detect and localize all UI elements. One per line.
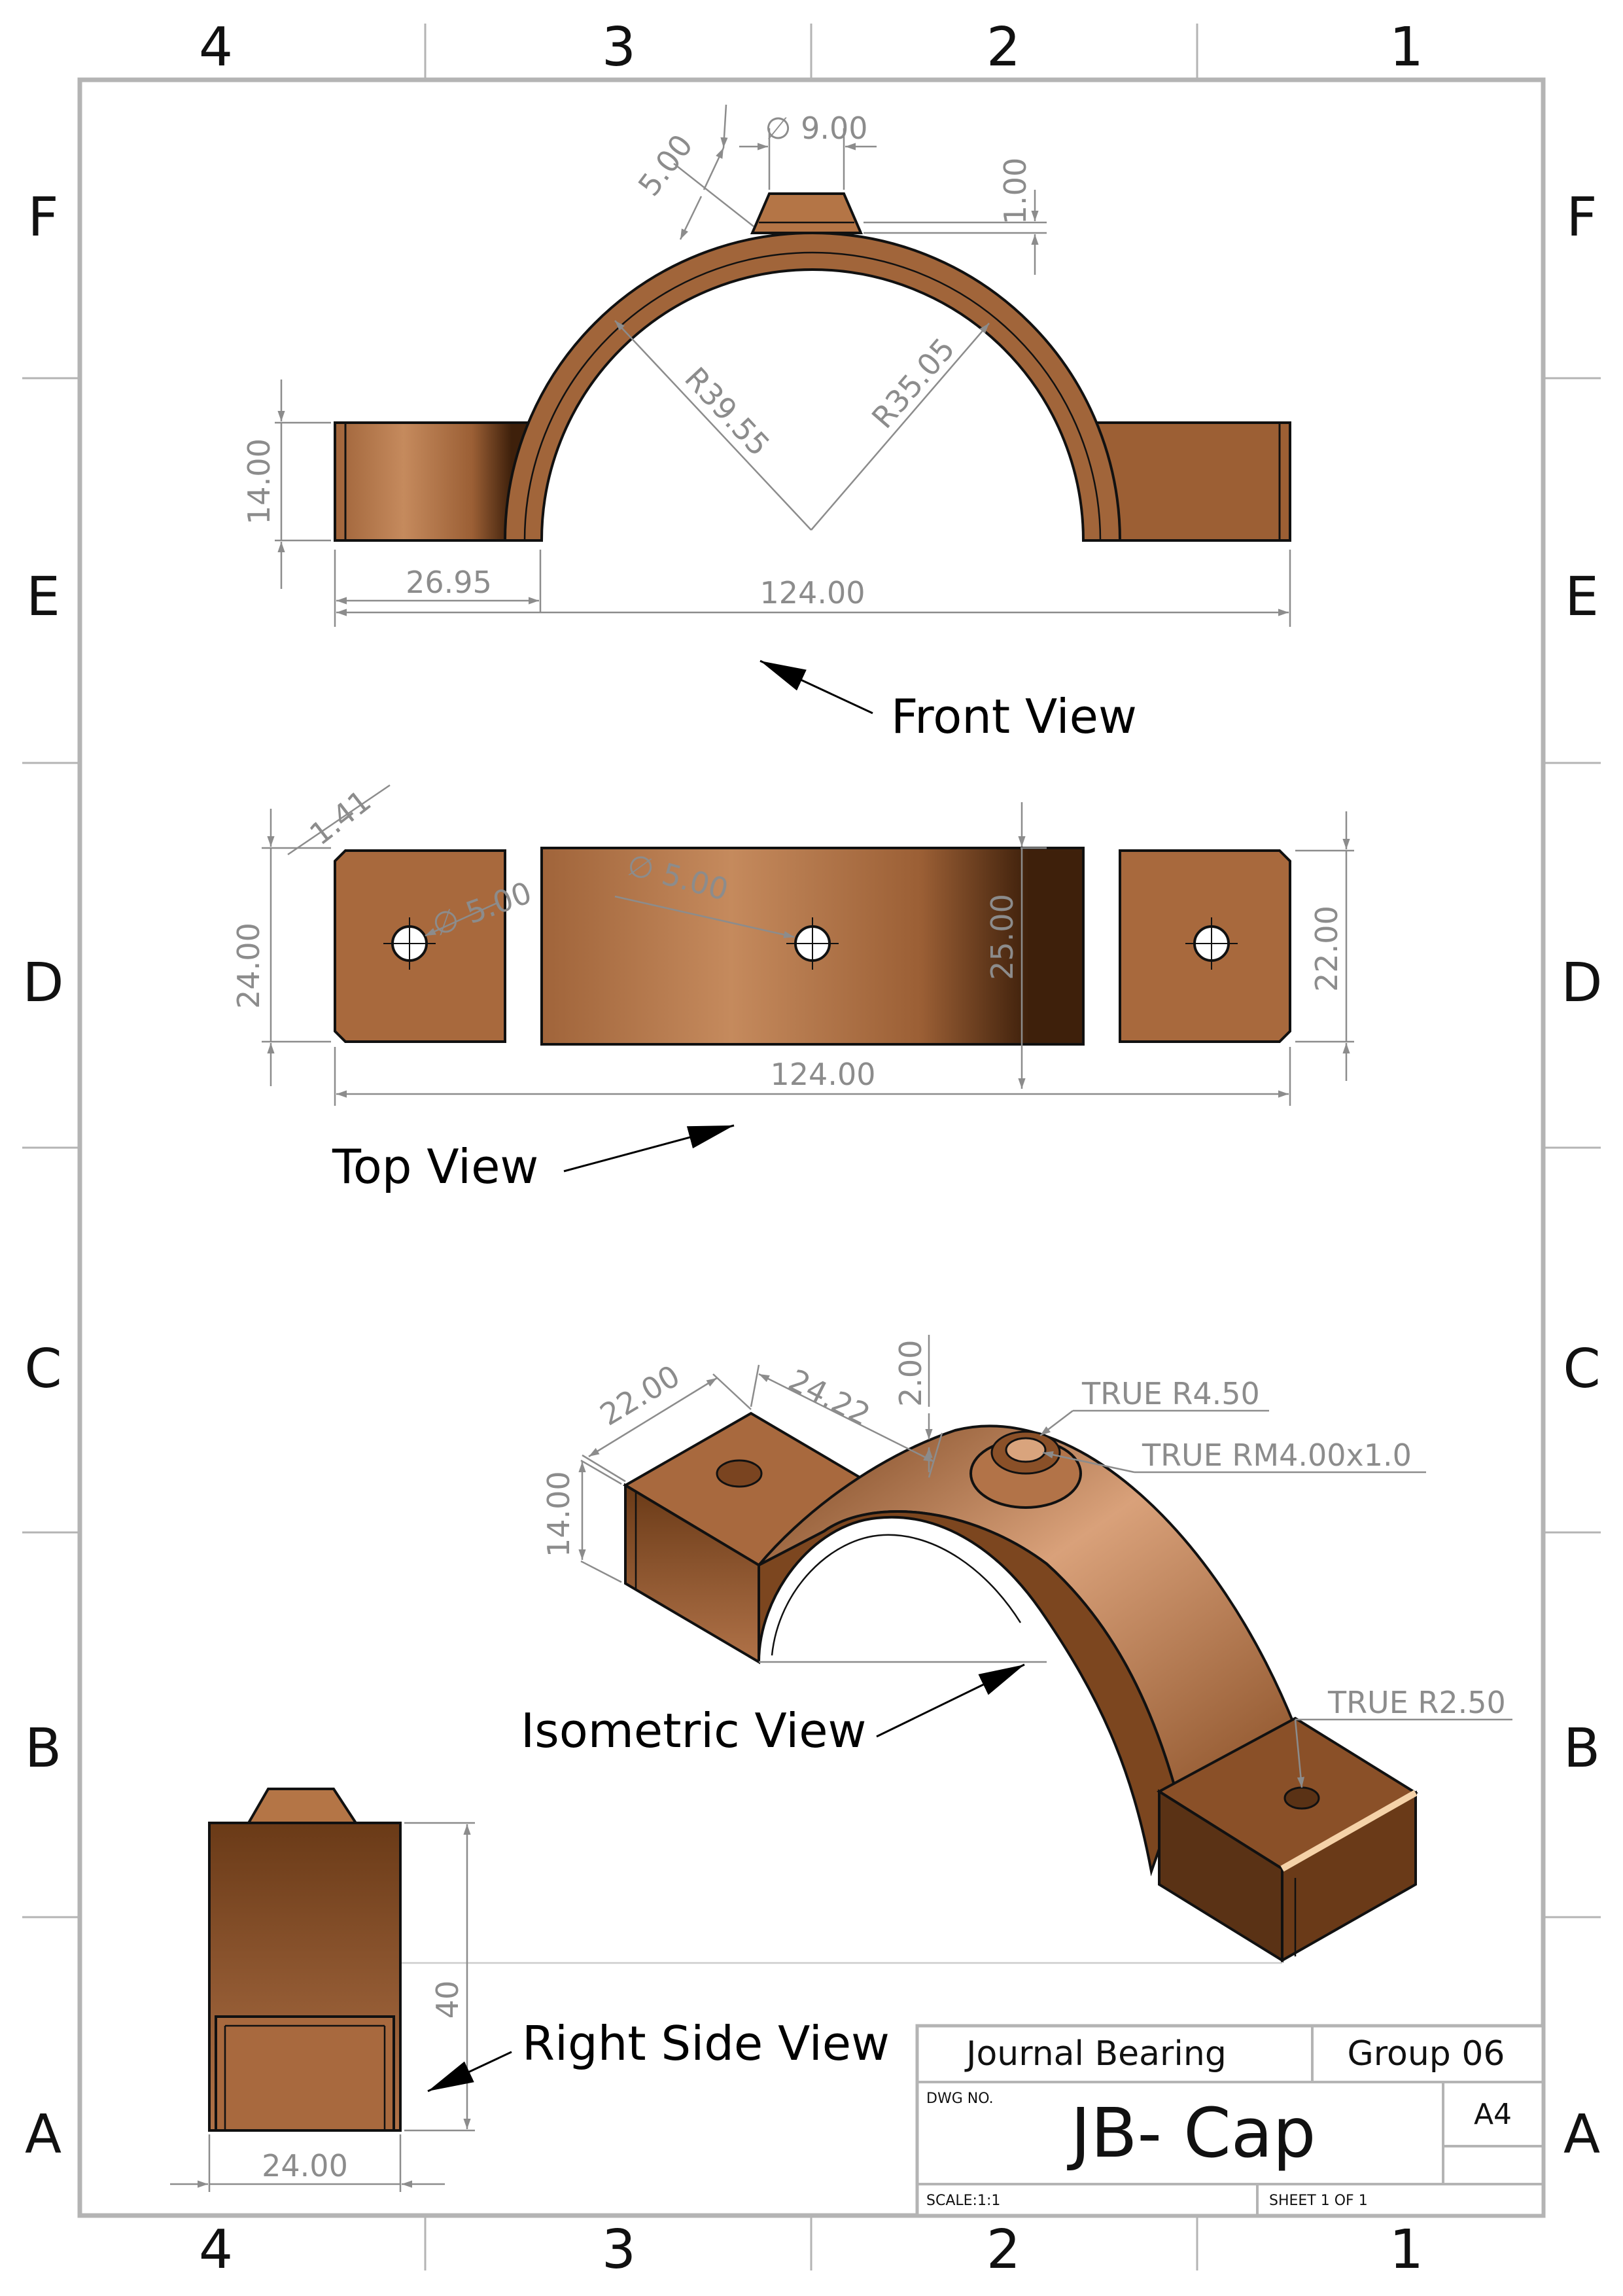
dim-side-height: 40 — [430, 1981, 465, 2019]
iso-left-hole — [716, 1459, 763, 1488]
dim-front-flange-height: 14.00 — [241, 438, 277, 525]
dim-front-boss-height: 1.00 — [998, 158, 1033, 224]
sheet-border — [22, 24, 1601, 2270]
zone-row-E-right: E — [1565, 566, 1599, 628]
zone-col-1-top: 1 — [1389, 16, 1423, 79]
title-block-group: Group 06 — [1347, 2034, 1505, 2074]
title-block-title: JB- Cap — [1067, 2093, 1316, 2173]
zone-col-3-top: 3 — [602, 16, 636, 79]
label-right-side-view: Right Side View — [522, 2016, 890, 2071]
isometric-view-dimension-text: 22.00 24.22 2.00 14.00 TRUE R4.50 TRUE R… — [541, 1340, 1506, 1720]
side-flange — [215, 2015, 395, 2132]
zone-row-B-right: B — [1563, 1718, 1600, 1780]
front-right-flange — [1092, 421, 1291, 542]
dim-top-corner-chamfer: 1.41 — [303, 783, 377, 853]
title-block: Journal Bearing Group 06 DWG NO. JB- Cap… — [915, 2024, 1545, 2217]
title-block-project: Journal Bearing — [964, 2034, 1227, 2074]
iso-boss-thread — [1005, 1437, 1047, 1463]
zone-row-C-left: C — [24, 1338, 61, 1400]
zone-col-2-top: 2 — [986, 16, 1021, 79]
dim-iso-counterbore-radius: TRUE R4.50 — [1081, 1376, 1260, 1411]
zone-row-A-left: A — [25, 2104, 61, 2166]
title-block-size: A4 — [1474, 2098, 1512, 2131]
zone-col-3-bottom: 3 — [602, 2219, 636, 2281]
label-top-view: Top View — [332, 1139, 538, 1194]
zone-row-F-right: F — [1566, 186, 1597, 249]
zone-col-2-bottom: 2 — [986, 2219, 1021, 2281]
front-view-dimensions — [275, 104, 1291, 627]
label-front-view: Front View — [891, 689, 1137, 744]
dim-iso-flange-height: 14.00 — [541, 1471, 576, 1557]
dim-front-outer-radius: R39.55 — [678, 361, 777, 463]
top-view-dimensions — [262, 784, 1354, 1106]
zone-row-A-right: A — [1563, 2104, 1600, 2166]
zone-row-D-left: D — [22, 952, 63, 1014]
front-arch — [503, 232, 1122, 542]
front-left-flange — [334, 421, 532, 542]
zone-row-E-left: E — [26, 566, 60, 628]
dim-iso-flange-width: 22.00 — [594, 1358, 686, 1432]
dim-front-inner-radius: R35.05 — [865, 331, 962, 435]
dim-front-overall-length: 124.00 — [760, 575, 865, 610]
zone-labels: 4 3 2 1 4 3 2 1 F E D C B A F E D C B A — [22, 16, 1602, 2281]
dim-iso-flange-length: 24.22 — [783, 1362, 876, 1433]
zone-row-F-left: F — [27, 186, 58, 249]
title-block-sheet: SHEET 1 OF 1 — [1269, 2193, 1368, 2209]
side-boss — [246, 1788, 358, 1824]
dim-front-chamfer: 5.00 — [631, 128, 700, 202]
zone-row-B-left: B — [25, 1718, 61, 1780]
zone-col-4-bottom: 4 — [199, 2219, 233, 2281]
dim-side-width: 24.00 — [262, 2148, 348, 2183]
zone-col-1-bottom: 1 — [1389, 2219, 1423, 2281]
dim-iso-boss-height: 2.00 — [893, 1340, 928, 1407]
zone-row-C-right: C — [1563, 1338, 1600, 1400]
dim-front-flange-length: 26.95 — [406, 565, 492, 600]
dim-top-overall-length: 124.00 — [771, 1057, 876, 1092]
title-block-scale: SCALE:1:1 — [926, 2193, 1000, 2209]
iso-arch-inner — [758, 1510, 1179, 1877]
dim-iso-thread: TRUE RM4.00x1.0 — [1142, 1438, 1412, 1473]
top-view — [334, 847, 1291, 1046]
dim-top-overall-width: 24.00 — [231, 923, 266, 1009]
zone-row-D-right: D — [1561, 952, 1602, 1014]
front-view — [334, 192, 1291, 542]
front-boss — [750, 192, 864, 234]
isometric-view-dimensions — [393, 1335, 1512, 1964]
dim-front-hole-dia: ∅ 9.00 — [765, 111, 867, 146]
view-callout-arrows — [427, 660, 1025, 2093]
zone-col-4-top: 4 — [199, 16, 233, 79]
label-isometric-view: Isometric View — [521, 1703, 866, 1758]
dim-iso-hole-radius: TRUE R2.50 — [1327, 1685, 1506, 1720]
view-labels: Front View Top View Isometric View Right… — [332, 689, 1137, 2071]
dim-top-flange-width: 22.00 — [1309, 906, 1344, 992]
right-side-view-dimension-text: 40 24.00 — [262, 1981, 465, 2183]
dim-top-arc-width: 25.00 — [985, 894, 1020, 980]
iso-right-hole — [1283, 1786, 1320, 1810]
right-side-view — [208, 1788, 402, 2132]
isometric-view — [623, 1411, 1418, 1963]
title-block-dwg-no-label: DWG NO. — [926, 2091, 994, 2107]
